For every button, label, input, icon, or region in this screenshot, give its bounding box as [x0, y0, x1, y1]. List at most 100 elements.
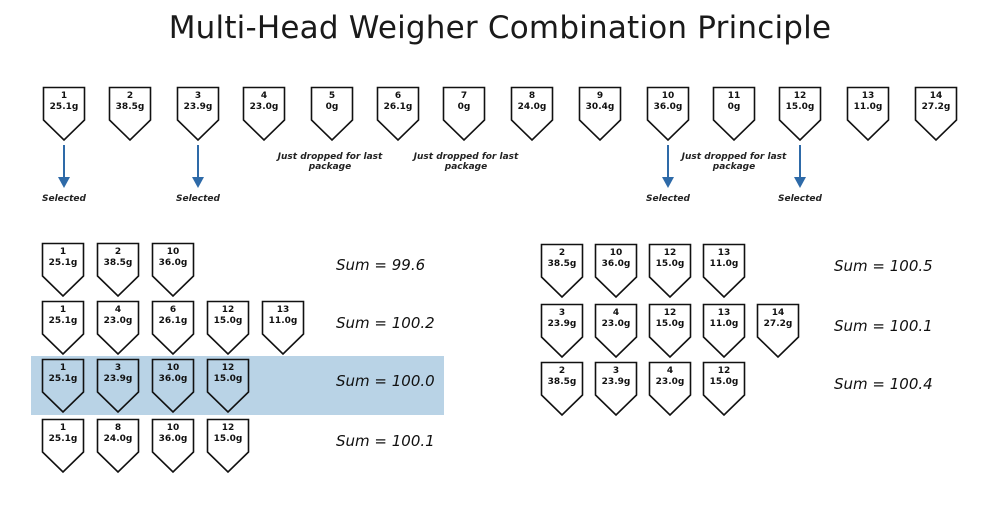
- hopper-number: 3: [558, 308, 566, 318]
- hopper-number: 10: [661, 91, 675, 101]
- hopper-shape: [702, 361, 746, 417]
- hopper-number: 8: [114, 423, 122, 433]
- hopper-shape: [778, 86, 822, 142]
- hopper-number: 12: [663, 308, 677, 318]
- dropped-note: Just dropped for last package: [681, 152, 787, 172]
- hopper-number: 13: [717, 308, 731, 318]
- hopper-weight: 36.0g: [653, 102, 683, 112]
- hopper-number: 1: [59, 247, 67, 257]
- hopper-number: 12: [221, 423, 235, 433]
- hopper-shape: [151, 358, 195, 414]
- hopper-number: 12: [221, 363, 235, 373]
- hopper-weight: 23.0g: [249, 102, 279, 112]
- hopper-shape: [151, 242, 195, 298]
- combination-sum: Sum = 99.6: [336, 256, 426, 274]
- hopper-weight: 15.0g: [213, 434, 243, 444]
- combination-sum: Sum = 100.2: [336, 314, 435, 332]
- hopper-shape: [41, 300, 85, 356]
- hopper-shape: [176, 86, 220, 142]
- hopper-weight: 15.0g: [785, 102, 815, 112]
- hopper-weight: 25.1g: [48, 374, 78, 384]
- hopper-weight: 36.0g: [158, 434, 188, 444]
- hopper-weight: 26.1g: [158, 316, 188, 326]
- hopper-shape: [578, 86, 622, 142]
- hopper-shape: [310, 86, 354, 142]
- hopper-shape: [540, 361, 584, 417]
- hopper-number: 14: [929, 91, 943, 101]
- hopper-shape: [646, 86, 690, 142]
- hopper-shape: [41, 242, 85, 298]
- hopper-weight: 15.0g: [709, 377, 739, 387]
- combination-sum: Sum = 100.5: [834, 257, 933, 275]
- hopper-weight: 23.9g: [601, 377, 631, 387]
- hopper-shape: [594, 303, 638, 359]
- hopper-number: 13: [861, 91, 875, 101]
- hopper-weight: 25.1g: [49, 102, 79, 112]
- hopper-number: 5: [328, 91, 336, 101]
- hopper-shape: [442, 86, 486, 142]
- hopper-shape: [108, 86, 152, 142]
- hopper-weight: 0g: [325, 102, 339, 112]
- diagram-title: Multi-Head Weigher Combination Principle: [168, 10, 832, 46]
- hopper-number: 3: [114, 363, 122, 373]
- hopper-weight: 38.5g: [103, 258, 133, 268]
- hopper-number: 6: [394, 91, 402, 101]
- selected-label: Selected: [778, 194, 822, 204]
- hopper-weight: 15.0g: [655, 319, 685, 329]
- hopper-number: 12: [717, 366, 731, 376]
- down-arrow-icon: [662, 145, 674, 188]
- hopper-shape: [540, 303, 584, 359]
- hopper-shape: [914, 86, 958, 142]
- hopper-number: 1: [59, 305, 67, 315]
- hopper-weight: 27.2g: [763, 319, 793, 329]
- hopper-number: 4: [612, 308, 620, 318]
- hopper-shape: [540, 243, 584, 299]
- hopper-shape: [242, 86, 286, 142]
- combination-sum: Sum = 100.1: [336, 432, 435, 450]
- hopper-weight: 0g: [457, 102, 471, 112]
- hopper-weight: 38.5g: [547, 377, 577, 387]
- hopper-shape: [96, 358, 140, 414]
- hopper-number: 12: [663, 248, 677, 258]
- hopper-shape: [151, 300, 195, 356]
- hopper-number: 4: [260, 91, 268, 101]
- hopper-weight: 23.0g: [103, 316, 133, 326]
- hopper-number: 4: [114, 305, 122, 315]
- hopper-shape: [261, 300, 305, 356]
- hopper-weight: 11.0g: [709, 259, 739, 269]
- hopper-shape: [648, 243, 692, 299]
- hopper-weight: 23.9g: [103, 374, 133, 384]
- hopper-number: 8: [528, 91, 536, 101]
- hopper-weight: 27.2g: [921, 102, 951, 112]
- hopper-weight: 36.0g: [158, 258, 188, 268]
- hopper-weight: 11.0g: [853, 102, 883, 112]
- hopper-weight: 38.5g: [115, 102, 145, 112]
- selected-label: Selected: [176, 194, 220, 204]
